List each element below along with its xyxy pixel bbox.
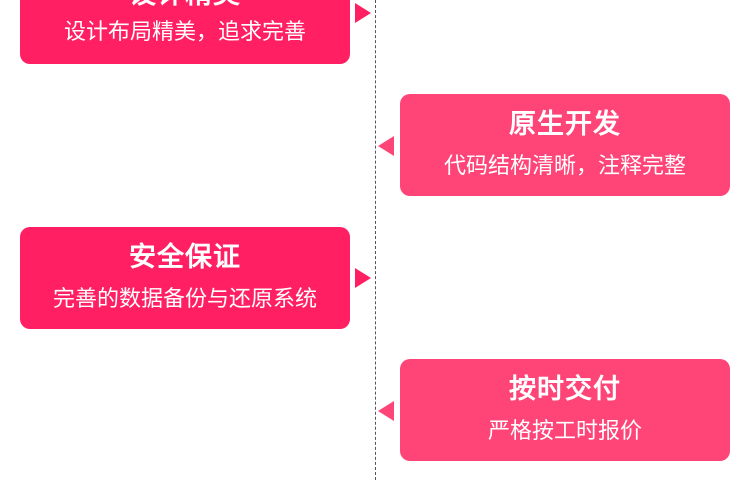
timeline-card-on-time-delivery: 按时交付 严格按工时报价: [400, 359, 730, 461]
pointer-arrow-icon: [378, 401, 394, 421]
card-title: 按时交付: [509, 374, 621, 405]
card-description: 设计布局精美，追求完善: [63, 20, 306, 45]
pointer-arrow-icon: [378, 136, 394, 156]
card-description: 代码结构清晰，注释完整: [443, 154, 686, 179]
timeline-card-native-dev: 原生开发 代码结构清晰，注释完整: [400, 94, 730, 196]
card-title: 原生开发: [509, 109, 621, 140]
timeline-card-design: 设计精美 设计布局精美，追求完善: [20, 0, 350, 64]
card-description: 严格按工时报价: [487, 419, 642, 444]
card-description: 完善的数据备份与还原系统: [52, 287, 317, 312]
card-title: 设计精美: [20, 0, 350, 12]
timeline-divider: [375, 0, 376, 480]
timeline-card-security: 安全保证 完善的数据备份与还原系统: [20, 227, 350, 329]
pointer-arrow-icon: [355, 268, 371, 288]
card-title: 安全保证: [129, 242, 241, 273]
pointer-arrow-icon: [355, 3, 371, 23]
